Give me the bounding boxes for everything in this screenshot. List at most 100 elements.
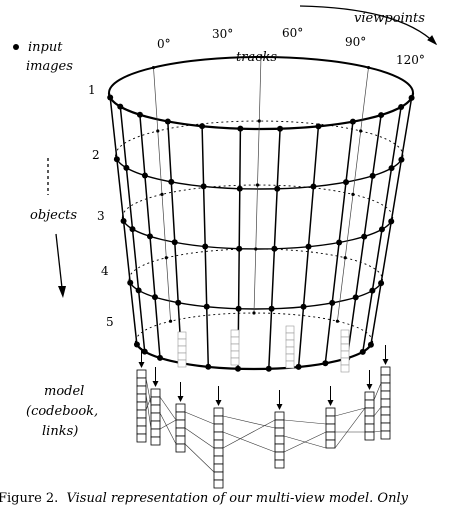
- input-images-label-line2: images: [26, 59, 73, 74]
- input-image-dot: [359, 348, 366, 355]
- faint-codebook-cell: [285, 346, 295, 355]
- codebook-cell: [150, 428, 161, 438]
- input-image-dot: [388, 165, 395, 172]
- codebook-cell: [380, 414, 391, 424]
- input-image-dot: [366, 65, 371, 70]
- codebook-cell: [150, 412, 161, 422]
- input-image-dot: [257, 119, 261, 123]
- codebook-link: [222, 419, 276, 449]
- codebook-cell: [136, 433, 147, 443]
- codebook-cell: [364, 415, 375, 425]
- codebook-cell: [274, 435, 285, 445]
- codebook-cell: [136, 417, 147, 427]
- faint-codebook-cell: [230, 357, 240, 366]
- codebook-cell: [150, 436, 161, 446]
- input-image-dot: [237, 125, 244, 132]
- input-image-dot: [274, 185, 281, 192]
- object-number-4: 4: [101, 264, 109, 278]
- codebook-link: [373, 430, 382, 433]
- codebook-cell: [150, 388, 161, 398]
- codebook-cell: [175, 419, 186, 429]
- codebook-cell: [175, 443, 186, 453]
- object-number-3: 3: [97, 209, 105, 223]
- input-image-dot: [151, 294, 158, 301]
- faint-codebook-cell: [285, 332, 295, 341]
- input-image-dot: [329, 299, 336, 306]
- codebook-cell: [325, 431, 336, 441]
- codebook-link: [159, 396, 177, 421]
- faint-codebook-cell: [285, 339, 295, 348]
- model-label-line2: (codebook,: [26, 404, 98, 419]
- viewpoint-track-cylinder: [107, 55, 415, 372]
- input-image-dot: [252, 311, 256, 315]
- faint-codebook-cell: [340, 329, 350, 338]
- objects-arrowhead: [58, 286, 66, 298]
- ring-back: [135, 312, 373, 342]
- codebook-cell: [213, 415, 224, 425]
- codebook-cell: [175, 427, 186, 437]
- input-image-dot: [343, 179, 350, 186]
- input-image-dot: [259, 55, 263, 59]
- input-image-dot: [335, 319, 340, 323]
- input-image-dot: [277, 125, 284, 132]
- codebook-cell: [380, 398, 391, 408]
- codebook-cell: [136, 409, 147, 419]
- input-image-dot: [205, 363, 212, 370]
- codebook-cell: [274, 459, 285, 469]
- input-images-label-line1: input: [28, 40, 63, 55]
- input-image-dot: [234, 365, 241, 372]
- viewpoints-label: viewpoints: [354, 11, 425, 26]
- codebook-cell: [213, 463, 224, 473]
- input-image-dot: [378, 226, 385, 233]
- input-image-dot: [378, 280, 385, 287]
- input-image-dot: [265, 365, 272, 372]
- input-image-dot: [295, 363, 302, 370]
- assignment-arrowhead: [177, 396, 184, 402]
- input-image-dot: [135, 287, 142, 294]
- codebook-cell: [274, 411, 285, 421]
- codebook-link: [334, 407, 366, 417]
- objects-label: objects: [30, 208, 77, 223]
- viewpoints-arrowhead: [427, 35, 438, 46]
- codebook-cell: [364, 399, 375, 409]
- codebook-cell: [213, 447, 224, 457]
- angle-label-90: 90°: [345, 35, 366, 49]
- ring-front: [121, 216, 394, 250]
- assignment-arrowhead: [327, 400, 334, 406]
- input-image-dot: [255, 183, 260, 187]
- faint-codebook-cell: [340, 364, 350, 373]
- faint-codebook-cell: [177, 352, 187, 361]
- ring-front: [128, 278, 383, 310]
- faint-codebook-cell: [340, 343, 350, 352]
- model-label-line3: links): [42, 424, 78, 439]
- input-image-dot: [133, 341, 140, 348]
- input-image-dot: [120, 218, 127, 225]
- input-image-dot: [203, 303, 210, 310]
- caption-prefix: Figure 2.: [0, 491, 58, 505]
- ring-front: [107, 92, 415, 131]
- input-image-dot: [117, 103, 124, 110]
- codebook-cell: [175, 411, 186, 421]
- input-image-dot: [367, 341, 374, 348]
- input-image-legend-dot: [13, 44, 19, 50]
- codebook-link: [184, 411, 215, 425]
- codebook-link: [222, 415, 276, 429]
- input-image-dot: [136, 111, 143, 118]
- input-image-dot: [235, 305, 242, 312]
- input-image-dot: [408, 94, 415, 101]
- input-image-dot: [254, 247, 258, 251]
- codebook-cell: [364, 431, 375, 441]
- codebook-cell: [325, 415, 336, 425]
- codebook-cell: [380, 406, 391, 416]
- faint-codebook-cell: [285, 325, 295, 334]
- input-image-dot: [300, 303, 307, 310]
- input-image-dot: [398, 156, 405, 163]
- input-image-dot: [305, 243, 312, 250]
- input-image-dot: [141, 348, 148, 355]
- input-image-dot: [146, 233, 153, 240]
- input-image-dot: [398, 103, 405, 110]
- codebook-link: [159, 412, 177, 445]
- input-image-dot: [175, 299, 182, 306]
- viewpoints-arrow: [299, 5, 437, 45]
